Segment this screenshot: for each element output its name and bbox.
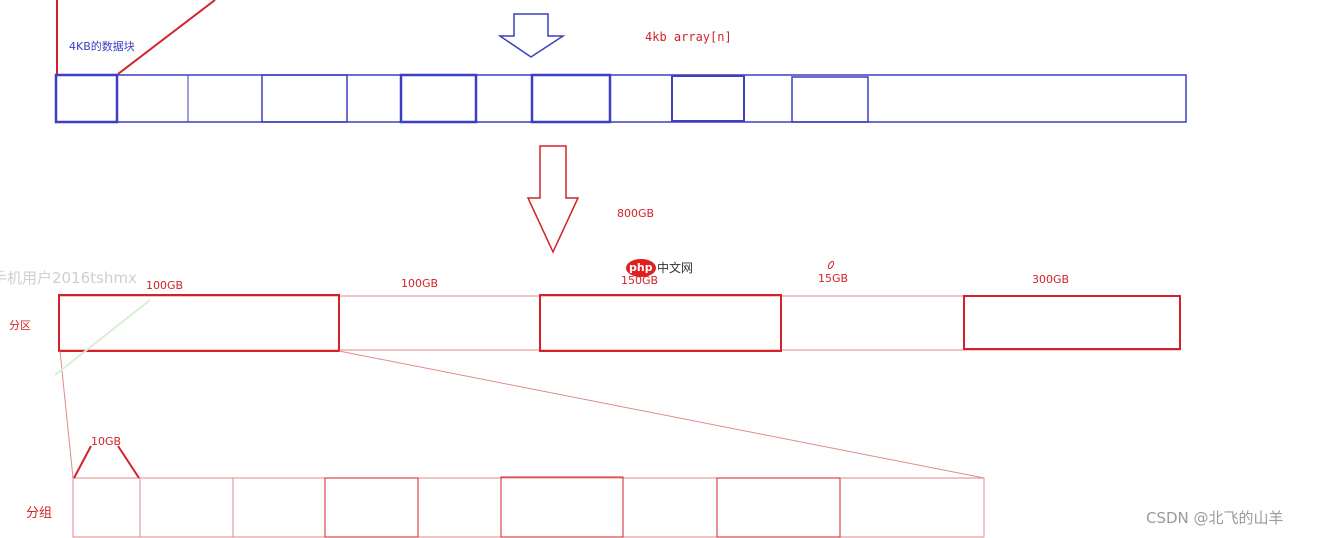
partition-size-label: 300GB bbox=[1032, 273, 1070, 286]
pencil-mark-icon bbox=[827, 260, 835, 270]
data-block-first bbox=[54, 73, 119, 124]
red-down-arrow-icon bbox=[526, 145, 580, 254]
group-label: 分组 bbox=[26, 506, 53, 521]
partition-100gb-first bbox=[58, 294, 340, 352]
partition-150gb bbox=[539, 294, 782, 352]
partition-label: 分区 bbox=[9, 319, 31, 332]
group-block bbox=[716, 477, 841, 538]
bracket-diagonal-line bbox=[117, 0, 216, 75]
data-block bbox=[671, 75, 745, 122]
group-block bbox=[500, 476, 624, 538]
data-block bbox=[261, 74, 348, 123]
data-block bbox=[399, 73, 478, 124]
group-bracket-left bbox=[73, 445, 92, 479]
group-bracket-right bbox=[117, 445, 140, 479]
partition-size-label: 15GB bbox=[818, 272, 849, 285]
csdn-watermark: CSDN @北飞的山羊 bbox=[1146, 509, 1284, 527]
partition-bar bbox=[58, 295, 1181, 351]
faint-watermark-stroke bbox=[54, 299, 151, 376]
partition-size-label: 150GB bbox=[621, 274, 659, 287]
data-block bbox=[791, 76, 869, 123]
array-note-label: 4kb array[n] bbox=[645, 30, 732, 44]
partition-size-label: 100GB bbox=[401, 277, 439, 290]
projection-line-left bbox=[59, 350, 74, 479]
projection-line-right bbox=[338, 350, 985, 479]
data-block-label: 4KB的数据块 bbox=[69, 40, 135, 53]
blue-down-arrow-icon bbox=[497, 13, 566, 58]
total-capacity-label: 800GB bbox=[617, 207, 655, 220]
partition-300gb bbox=[963, 295, 1181, 350]
php-logo-text: php bbox=[629, 261, 653, 274]
group-bar bbox=[72, 477, 985, 538]
group-block bbox=[324, 477, 419, 538]
user-watermark: 手机用户2016tshmx bbox=[0, 269, 137, 287]
partition-size-label: 100GB bbox=[146, 279, 184, 292]
php-logo-badge bbox=[626, 259, 656, 277]
data-block-bar bbox=[55, 74, 1187, 123]
data-block bbox=[530, 73, 612, 124]
php-site-text: 中文网 bbox=[657, 261, 694, 275]
group-size-label: 10GB bbox=[91, 435, 122, 448]
